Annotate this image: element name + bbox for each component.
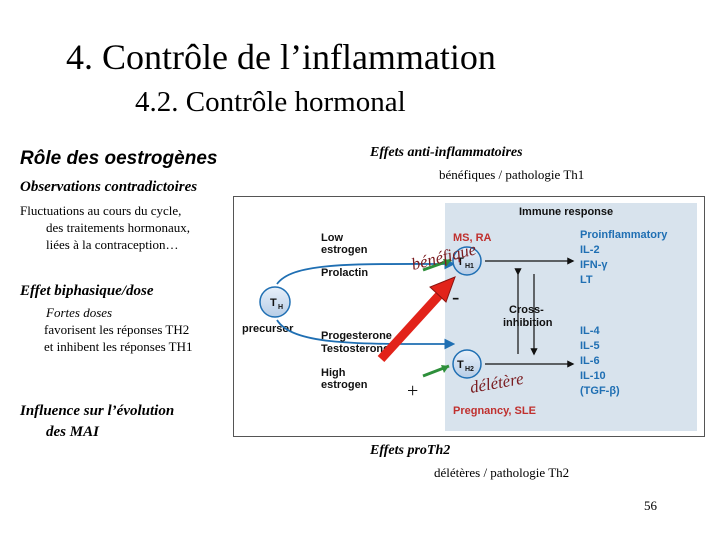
minus-sign: - [452,284,459,309]
th2-disease-label: Pregnancy, SLE [453,405,536,417]
influence-line: Influence sur l’évolution [20,403,175,419]
th2-cell-icon [452,349,482,379]
high-estrogen-label: High estrogen [321,367,368,391]
arrow-to-th2 [276,319,456,350]
slide-subtitle: 4.2. Contrôle hormonal [135,86,406,118]
low-estrogen-label: Low estrogen [321,232,368,256]
th2-cell-sub: H2 [465,366,474,373]
observations-heading: Observations contradictoires [20,179,198,195]
hormone-immune-diagram: Immune response T H precursor Low estrog… [233,196,705,437]
pro-th2-subtext: délétères / pathologie Th2 [434,465,570,480]
arrow-to-th1 [276,258,456,285]
precursor-cell-letter: T [270,297,277,309]
influence-line: des MAI [46,424,99,440]
th1-cell-icon [452,246,482,276]
red-arrow-head [429,276,456,303]
anti-inflammatory-subtext: bénéfiques / pathologie Th1 [439,167,585,182]
th2-cell-letter: T [457,359,464,371]
fluctuations-line: liées à la contraception… [46,237,179,252]
biphasic-heading: Effet biphasique/dose [20,283,154,299]
cross-inhibition-label: Cross- inhibition [503,304,553,329]
th1-cell-sub: H1 [465,263,474,270]
high-dose-text: Fortes doses favorisent les réponses TH2… [44,304,193,355]
immune-response-panel [445,203,697,431]
prolactin-label: Prolactin [321,267,368,279]
th2-cytokines: IL-4 IL-5 IL-6 IL-10 (TGF-β) [580,325,620,397]
precursor-cell-sub: H [278,304,283,311]
high-estrogen-red-arrow [377,287,447,363]
high-dose-line: et inhibent les réponses TH1 [44,339,193,354]
th1-cell-letter: T [457,256,464,268]
panel-title: Immune response [519,206,613,218]
progesterone-label: Progesterone [321,330,392,342]
fluctuations-line: des traitements hormonaux, [46,220,191,235]
pro-th2-heading: Effets proTh2 [370,443,451,458]
high-dose-line: favorisent les réponses TH2 [44,322,190,337]
fluctuations-line: Fluctuations au cours du cycle, [20,203,182,218]
anti-inflammatory-heading: Effets anti-inflammatoires [370,145,523,160]
plus-sign: + [407,380,418,402]
influence-heading: Influence sur l’évolution des MAI [20,401,174,443]
testosterone-label: Testosterone [321,343,389,355]
precursor-cell-icon [259,286,291,318]
th1-disease-label: MS, RA [453,232,492,244]
page-number: 56 [644,498,657,513]
fluctuations-text: Fluctuations au cours du cycle, des trai… [20,202,190,253]
section-heading: Rôle des oestrogènes [20,148,218,169]
th1-cytokines: Proinflammatory IL-2 IFN-γ LT [580,229,670,286]
high-dose-line: Fortes doses [46,305,113,320]
slide-title: 4. Contrôle de l’inflammation [66,37,496,77]
